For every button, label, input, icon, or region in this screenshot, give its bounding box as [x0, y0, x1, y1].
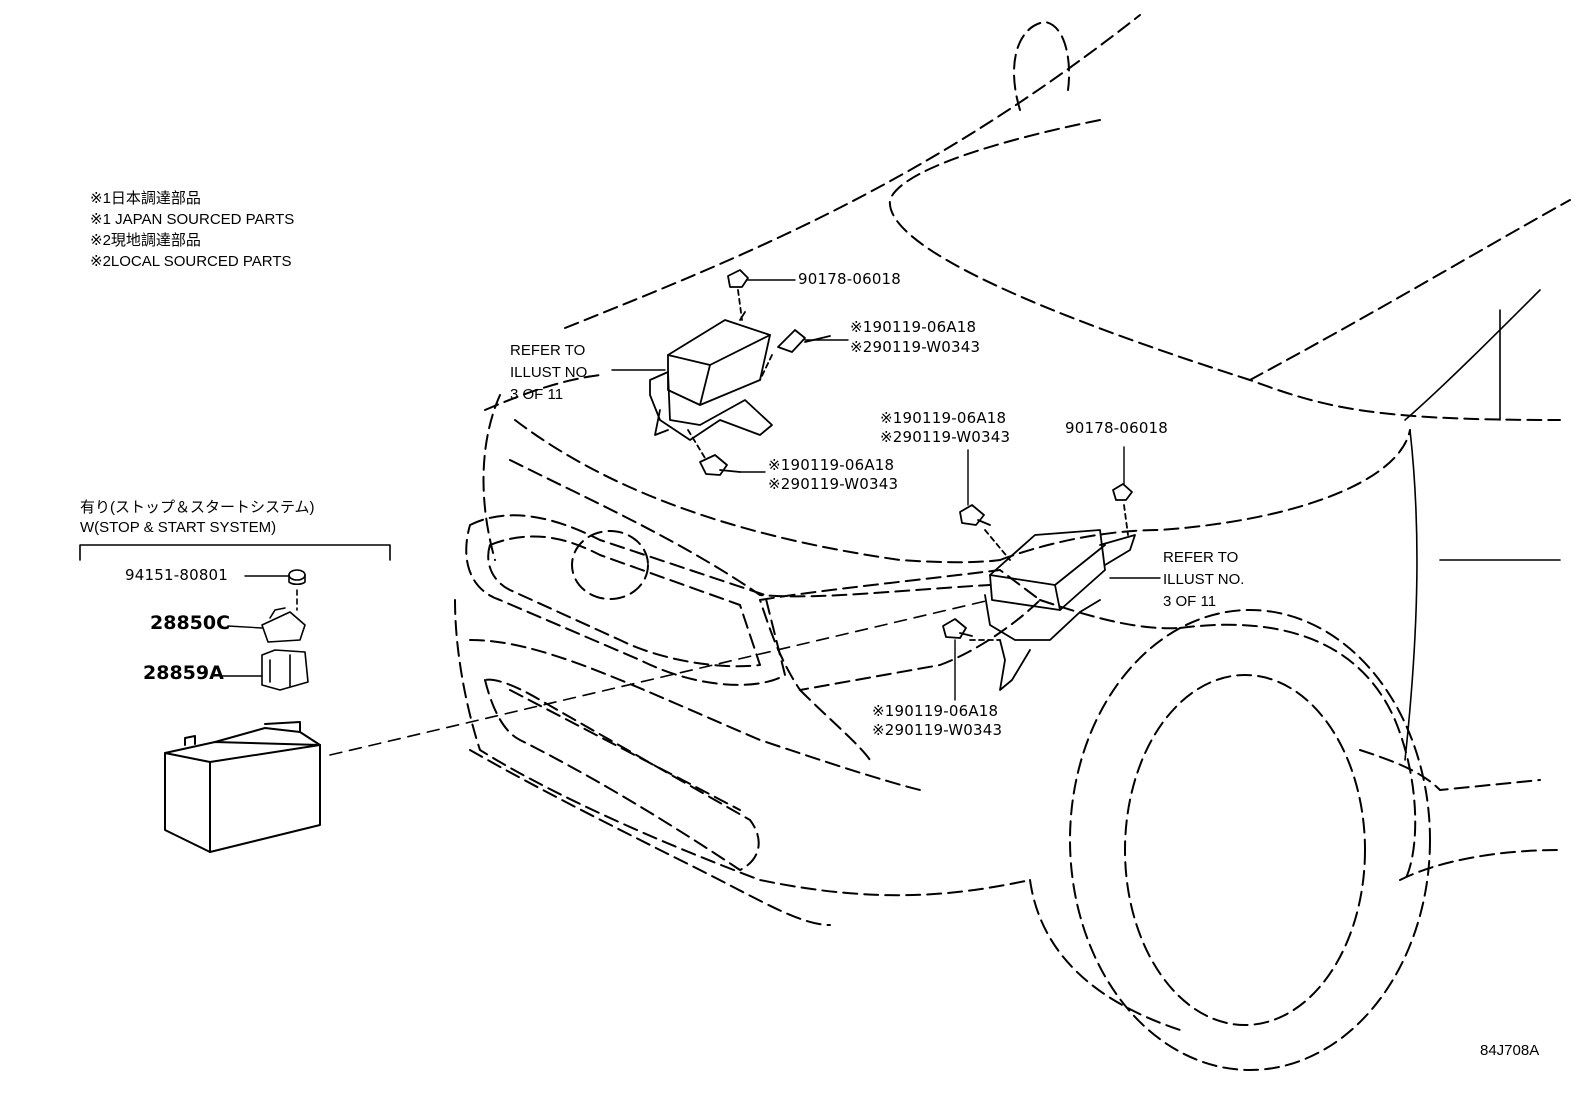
left-relay-box-drawing	[649, 269, 831, 476]
legend-line-3: ※2現地調達部品	[90, 232, 201, 249]
right-nut-part-number[interactable]: 90178-06018	[1065, 419, 1169, 437]
stop-start-title-jp: 有り(ストップ＆スタートシステム)	[80, 499, 315, 516]
right-bolt-bottom-part-2[interactable]: ※290119-W0343	[872, 721, 1003, 739]
left-bolt-right-part-2[interactable]: ※290119-W0343	[850, 338, 981, 356]
right-refer-line-2: ILLUST NO.	[1163, 571, 1245, 588]
left-refer-line-3: 3 OF 11	[510, 386, 564, 403]
left-nut-part-number[interactable]: 90178-06018	[798, 270, 902, 288]
right-refer-line-3: 3 OF 11	[1163, 593, 1217, 610]
stop-start-parts	[261, 569, 309, 691]
left-bolt-right-part-1[interactable]: ※190119-06A18	[850, 318, 977, 336]
battery-location-line	[329, 599, 991, 756]
right-refer-illust[interactable]: REFER TO ILLUST NO. 3 OF 11	[1163, 547, 1283, 613]
stop-start-bracket	[79, 544, 391, 561]
left-refer-line-2: ILLUST NO.	[510, 364, 592, 381]
battery-drawing	[164, 721, 321, 853]
left-bolt-bottom-part-2[interactable]: ※290119-W0343	[768, 475, 899, 493]
right-bolt-top-part-2[interactable]: ※290119-W0343	[880, 428, 1011, 446]
leader-lines	[219, 279, 1161, 701]
figure-code: 84J708A	[1480, 1042, 1540, 1059]
legend-line-4: ※2LOCAL SOURCED PARTS	[90, 253, 292, 270]
left-bolt-bottom-part-1[interactable]: ※190119-06A18	[768, 456, 895, 474]
legend-line-1: ※1日本調達部品	[90, 190, 201, 207]
right-relay-box-drawing	[942, 483, 1136, 691]
part-number-94151-80801[interactable]: 94151-80801	[125, 566, 229, 584]
right-refer-line-1: REFER TO	[1163, 549, 1239, 566]
left-refer-line-1: REFER TO	[510, 342, 586, 359]
right-bolt-top-part-1[interactable]: ※190119-06A18	[880, 409, 1007, 427]
vehicle-solid-lines	[1404, 289, 1561, 761]
part-number-28850C[interactable]: 28850C	[150, 612, 231, 634]
vehicle-outline	[454, 14, 1571, 1071]
right-bolt-bottom-part-1[interactable]: ※190119-06A18	[872, 702, 999, 720]
part-number-28859A[interactable]: 28859A	[143, 662, 224, 684]
legend-line-2: ※1 JAPAN SOURCED PARTS	[90, 211, 295, 228]
stop-start-title-en: W(STOP & START SYSTEM)	[80, 519, 277, 536]
left-refer-illust[interactable]: REFER TO ILLUST NO. 3 OF 11	[510, 340, 630, 406]
